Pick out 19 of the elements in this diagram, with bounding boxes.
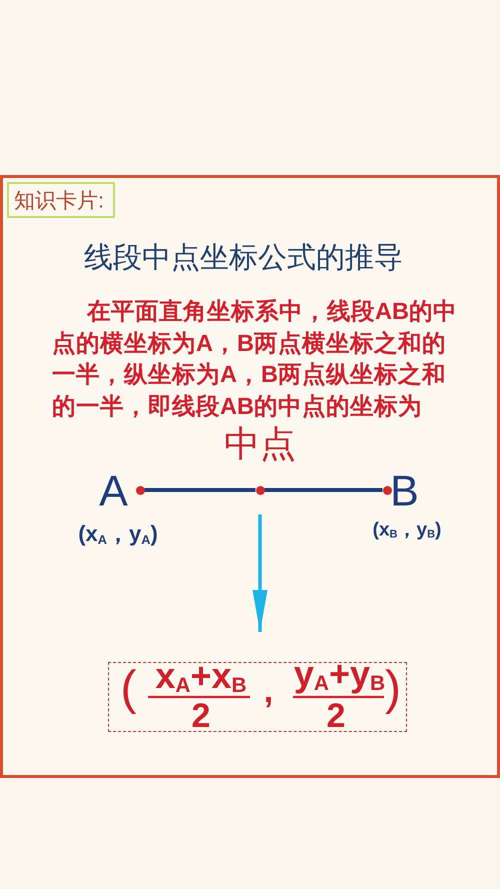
fraction-denominator: 2 [192, 699, 210, 733]
bracket: ) [385, 665, 401, 713]
line-segment [264, 488, 382, 492]
coordinate-label: (x$_{A}$，y$_{A}$) [78, 523, 158, 545]
midpoint-label: 中点 [224, 426, 296, 462]
title: 线段中点坐标公式的推导 [83, 244, 404, 273]
arrow [252, 514, 268, 632]
comma: , [264, 674, 274, 708]
coordinate-label: (x$_{B}$，y$_{B}$) [372, 520, 442, 540]
point-label: B [390, 470, 419, 513]
fraction-numerator: x$_{A}$+x$_{B}$ [155, 659, 247, 692]
fraction-denominator: 2 [326, 699, 346, 733]
description-paragraph: 在平面直角坐标系中，线段AB的中点的横坐标为A，B两点横坐标之和的一半，纵坐标为A，B两点纵坐标之和的一半，即线段AB的中点的坐标为 [52, 297, 458, 420]
tag-box [7, 182, 115, 218]
formula-box [108, 662, 407, 732]
point-label: A [99, 470, 128, 513]
bracket: ( [120, 665, 136, 713]
tag-label: 知识卡片: [14, 190, 104, 212]
line-segment [144, 488, 256, 492]
